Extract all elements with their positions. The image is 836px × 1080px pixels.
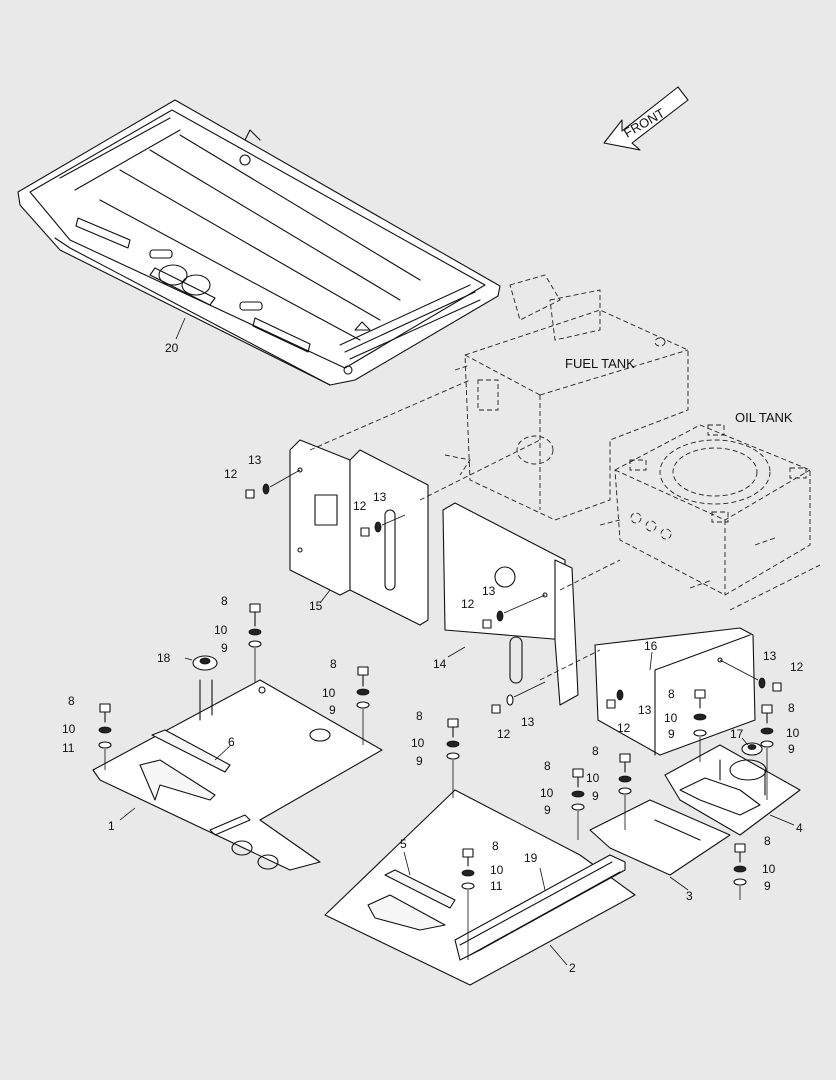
- callout-12: 12: [617, 721, 631, 735]
- callout-8: 8: [330, 657, 337, 671]
- floor-plate-2: [324, 789, 636, 986]
- callout-8: 8: [221, 594, 228, 608]
- callout-11: 11: [490, 879, 503, 893]
- handle-19: [454, 854, 626, 961]
- front-arrow: FRONT: [603, 86, 689, 151]
- fuel-tank: [444, 274, 689, 521]
- callout-8: 8: [668, 687, 675, 701]
- callout-10: 10: [786, 726, 800, 740]
- callout-8: 8: [544, 759, 551, 773]
- side-bolts: [245, 379, 782, 714]
- callout-8: 8: [492, 839, 499, 853]
- callout-10: 10: [214, 623, 228, 637]
- callout-10: 10: [490, 863, 504, 877]
- callout-13: 13: [521, 715, 535, 729]
- callout-16: 16: [644, 639, 658, 653]
- callout-10: 10: [322, 686, 336, 700]
- callout-2: 2: [569, 961, 576, 975]
- fuel-tank-label: FUEL TANK: [565, 356, 635, 371]
- floor-mat-20: [17, 99, 501, 386]
- cover-plate-16: [594, 627, 756, 756]
- callout-4: 4: [796, 821, 803, 835]
- callout-19: 19: [524, 851, 538, 865]
- fastener-stack-d: [446, 718, 460, 798]
- callout-8: 8: [68, 694, 75, 708]
- callout-13: 13: [638, 703, 652, 717]
- callout-9: 9: [592, 789, 599, 803]
- fastener-stack-c: [98, 703, 112, 770]
- callout-10: 10: [586, 771, 600, 785]
- callout-8: 8: [788, 701, 795, 715]
- callout-3: 3: [686, 889, 693, 903]
- fastener-stack-j: [760, 704, 774, 800]
- callout-12: 12: [790, 660, 804, 674]
- grommet-17: [741, 742, 763, 756]
- callout-13: 13: [763, 649, 777, 663]
- cover-plate-15: [289, 439, 429, 626]
- bracket-4: [664, 744, 801, 836]
- callout-9: 9: [788, 742, 795, 756]
- callout-9: 9: [764, 879, 771, 893]
- callout-10: 10: [411, 736, 425, 750]
- callout-leaders: [119, 317, 795, 966]
- callout-9: 9: [221, 641, 228, 655]
- fastener-stack-f: [618, 753, 632, 830]
- callout-12: 12: [461, 597, 475, 611]
- callout-12: 12: [224, 467, 238, 481]
- callout-20: 20: [165, 341, 179, 355]
- fastener-stack-a: [248, 603, 262, 682]
- oil-tank-label: OIL TANK: [735, 410, 793, 425]
- callout-9: 9: [416, 754, 423, 768]
- fastener-stack-h: [733, 843, 747, 900]
- fastener-stack-i: [693, 689, 707, 762]
- callout-13: 13: [248, 453, 262, 467]
- callout-10: 10: [664, 711, 678, 725]
- callout-9: 9: [329, 703, 336, 717]
- callout-10: 10: [762, 862, 776, 876]
- callout-8: 8: [764, 834, 771, 848]
- callout-8: 8: [592, 744, 599, 758]
- cover-plate-14: [442, 502, 579, 706]
- callout-12: 12: [497, 727, 511, 741]
- callout-18: 18: [157, 651, 171, 665]
- callout-11: 11: [62, 741, 75, 755]
- front-label: FRONT: [621, 105, 667, 140]
- fastener-stack-b: [356, 666, 370, 745]
- oil-tank: [599, 424, 821, 611]
- grommet-18: [192, 655, 218, 721]
- floor-plate-1: [92, 679, 383, 871]
- callout-9: 9: [544, 803, 551, 817]
- callout-13: 13: [482, 584, 496, 598]
- callout-15: 15: [309, 599, 323, 613]
- fastener-stack-e: [571, 768, 585, 840]
- callout-17: 17: [730, 727, 744, 741]
- callout-10: 10: [62, 722, 76, 736]
- callout-12: 12: [353, 499, 367, 513]
- callout-6: 6: [228, 735, 235, 749]
- callout-1: 1: [108, 819, 115, 833]
- callout-13: 13: [373, 490, 387, 504]
- fastener-stack-g: [461, 848, 475, 960]
- callout-8: 8: [416, 709, 423, 723]
- callout-10: 10: [540, 786, 554, 800]
- callout-5: 5: [400, 837, 407, 851]
- callout-14: 14: [433, 657, 447, 671]
- callout-9: 9: [668, 727, 675, 741]
